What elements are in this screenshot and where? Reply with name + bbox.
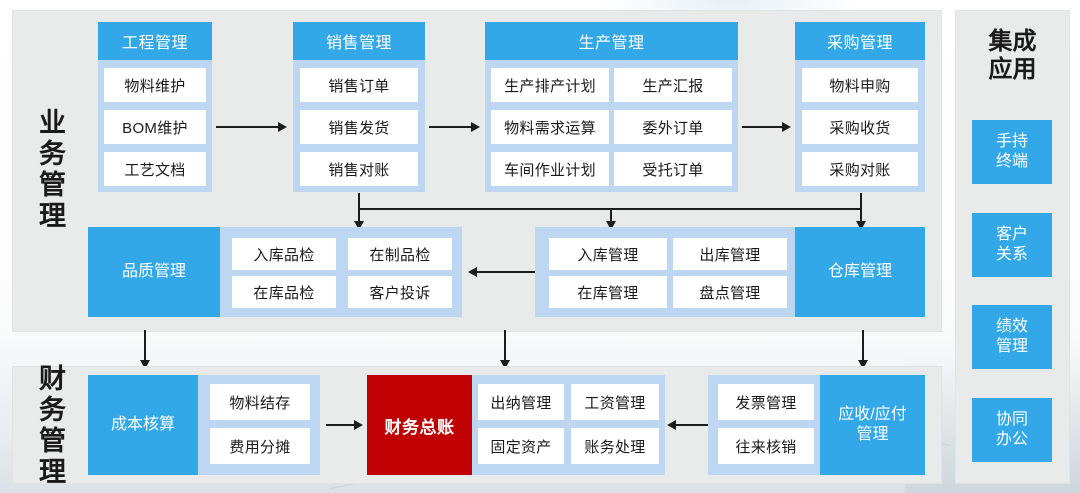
arrow-production-to-ledger-head: [500, 360, 510, 369]
connector-purchasing-down: [860, 193, 862, 225]
arrow-quality-to-cost-head: [140, 360, 150, 369]
arrow-sales-to-production: [429, 126, 473, 128]
arrow-production-to-ledger: [504, 330, 506, 364]
connector-production-down-head: [606, 221, 616, 230]
arrow-engineering-to-sales: [216, 126, 280, 128]
cell-material-requirement-calc[interactable]: 物料需求运算: [491, 110, 609, 144]
arrow-quality-to-cost: [144, 330, 146, 364]
cell-inbound-inspection[interactable]: 入库品检: [232, 238, 336, 270]
sidebar-item-customer-relations[interactable]: 客户 关系: [972, 213, 1052, 277]
connector-sales-down: [358, 193, 360, 225]
arrow-warehouse-to-quality-head: [468, 267, 477, 277]
cell-fixed-assets[interactable]: 固定资产: [478, 428, 564, 464]
connector-sales-down-head: [354, 221, 364, 230]
cell-stocktake-management[interactable]: 盘点管理: [673, 276, 787, 308]
cell-instock-inspection[interactable]: 在库品检: [232, 276, 336, 308]
connector-purchasing-down-head: [856, 221, 866, 230]
sidebar-item-collaborative-office[interactable]: 协同 办公: [972, 398, 1052, 462]
finance-management-label: 财务管理: [39, 364, 67, 487]
group-sales-header[interactable]: 销售管理: [293, 22, 425, 60]
arrow-production-to-purchasing-head: [782, 122, 791, 132]
cell-sales-delivery[interactable]: 销售发货: [300, 110, 418, 144]
cell-material-maintenance[interactable]: 物料维护: [104, 68, 206, 102]
cell-process-document[interactable]: 工艺文档: [104, 152, 206, 186]
cell-invoice-management[interactable]: 发票管理: [718, 384, 814, 420]
arrow-sales-to-production-head: [471, 122, 480, 132]
group-quality-title[interactable]: 品质管理: [88, 227, 220, 317]
cell-workshop-job-plan[interactable]: 车间作业计划: [491, 152, 609, 186]
handheld-terminal-line1: 手持: [995, 133, 1028, 150]
group-purchasing-header[interactable]: 采购管理: [795, 22, 925, 60]
group-general-ledger[interactable]: 财务总账: [367, 375, 472, 475]
cell-inbound-management[interactable]: 入库管理: [549, 238, 667, 270]
business-management-label: 业务管理: [39, 108, 67, 231]
cell-material-purchase-request[interactable]: 物料申购: [802, 68, 918, 102]
arrow-arap-to-ledger-functions-head: [667, 420, 676, 430]
cell-outsourced-order[interactable]: 委外订单: [614, 110, 732, 144]
cell-settlement-writeoff[interactable]: 往来核销: [718, 428, 814, 464]
arrow-engineering-to-sales-head: [278, 122, 287, 132]
cell-purchase-receipt[interactable]: 采购收货: [802, 110, 918, 144]
handheld-terminal-line2: 终端: [995, 153, 1028, 170]
cell-payroll-management[interactable]: 工资管理: [571, 384, 659, 420]
cell-production-schedule-plan[interactable]: 生产排产计划: [491, 68, 609, 102]
arrow-production-to-purchasing: [742, 126, 784, 128]
cell-bom-maintenance[interactable]: BOM维护: [104, 110, 206, 144]
arrow-cost-to-ledger: [326, 424, 358, 426]
cell-stock-management[interactable]: 在库管理: [549, 276, 667, 308]
cell-outbound-management[interactable]: 出库管理: [673, 238, 787, 270]
arrow-warehouse-to-ap-head: [858, 360, 868, 369]
cell-entrusted-order[interactable]: 受托订单: [614, 152, 732, 186]
cell-sales-order[interactable]: 销售订单: [300, 68, 418, 102]
collaborative-office-line1: 协同: [995, 411, 1028, 428]
connector-production-down: [610, 208, 612, 225]
group-production-header[interactable]: 生产管理: [485, 22, 738, 60]
customer-relations-line1: 客户: [995, 226, 1028, 243]
cell-production-report[interactable]: 生产汇报: [614, 68, 732, 102]
performance-management-line2: 管理: [995, 338, 1028, 355]
group-receivable-payable-title[interactable]: 应收/应付 管理: [820, 375, 925, 475]
cell-material-balance[interactable]: 物料结存: [210, 384, 310, 420]
cell-customer-complaint[interactable]: 客户投诉: [348, 276, 452, 308]
group-warehouse-title[interactable]: 仓库管理: [795, 227, 925, 317]
cell-purchase-reconciliation[interactable]: 采购对账: [802, 152, 918, 186]
performance-management-line1: 绩效: [995, 318, 1028, 335]
cell-wip-inspection[interactable]: 在制品检: [348, 238, 452, 270]
cell-cashier-management[interactable]: 出纳管理: [478, 384, 564, 420]
collaborative-office-line2: 办公: [995, 431, 1028, 448]
sidebar-item-handheld-terminal[interactable]: 手持 终端: [972, 120, 1052, 184]
sidebar-item-performance-management[interactable]: 绩效 管理: [972, 305, 1052, 369]
arrow-warehouse-to-ap: [862, 330, 864, 364]
arap-title-line2: 管理: [856, 426, 889, 443]
integrated-title-line2: 应用: [988, 56, 1037, 83]
arrow-arap-to-ledger-functions: [676, 424, 728, 426]
integrated-title-line1: 集成: [988, 28, 1037, 55]
customer-relations-line2: 关系: [995, 246, 1028, 263]
arrow-warehouse-to-quality: [477, 271, 535, 273]
group-cost-accounting-title[interactable]: 成本核算: [88, 375, 198, 475]
integrated-applications-title: 集成 应用: [955, 28, 1070, 84]
cell-accounting-processing[interactable]: 账务处理: [571, 428, 659, 464]
group-engineering-header[interactable]: 工程管理: [98, 22, 212, 60]
cell-sales-reconciliation[interactable]: 销售对账: [300, 152, 418, 186]
arap-title-line1: 应收/应付: [838, 406, 907, 423]
cell-expense-allocation[interactable]: 费用分摊: [210, 428, 310, 464]
arrow-cost-to-ledger-head: [354, 420, 363, 430]
